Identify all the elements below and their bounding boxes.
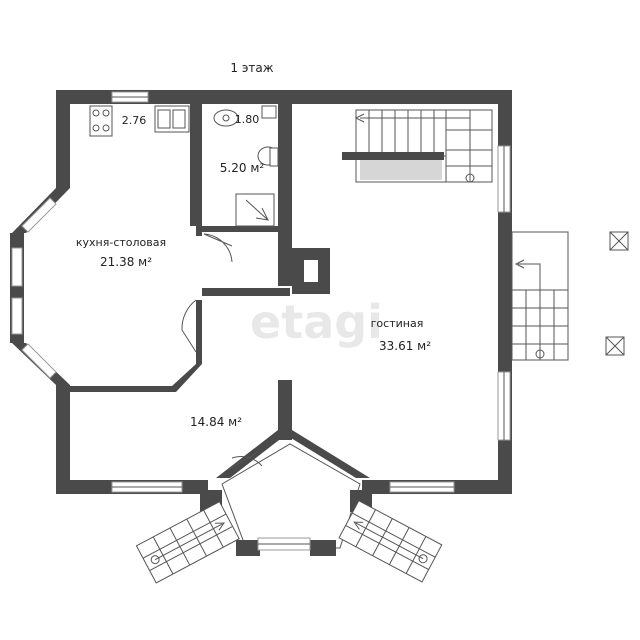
watermark: etagi bbox=[250, 295, 383, 349]
sink-icon bbox=[213, 109, 239, 127]
left-entrance-stair bbox=[135, 501, 240, 584]
right-entrance-stair bbox=[338, 500, 443, 583]
right-terrace-stair bbox=[511, 231, 569, 361]
room-hall-area: 14.84 м² bbox=[190, 415, 242, 429]
stair-arrow-icon bbox=[353, 521, 364, 530]
room-living-area: 33.61 м² bbox=[379, 339, 431, 353]
doors bbox=[181, 233, 263, 471]
kitchen-width-label: 2.76 bbox=[122, 114, 147, 127]
windows bbox=[11, 91, 511, 493]
vent-cross-icon bbox=[605, 231, 629, 356]
room-bath-area: 5.20 м² bbox=[220, 161, 265, 175]
room-living-name: гостиная bbox=[371, 317, 424, 330]
kitchen-fixtures bbox=[89, 105, 190, 137]
floor-title: 1 этаж bbox=[230, 61, 273, 75]
internal-stair bbox=[342, 109, 493, 183]
toilet-icon bbox=[261, 105, 277, 119]
stair-arrow-icon bbox=[354, 113, 365, 123]
room-kitchen-area: 21.38 м² bbox=[100, 255, 152, 269]
shower-icon bbox=[235, 193, 275, 227]
stair-arrow-icon bbox=[215, 522, 226, 531]
entrance-porch bbox=[200, 443, 372, 556]
stair-arrow-icon bbox=[514, 259, 525, 269]
room-kitchen-name: кухня-столовая bbox=[76, 236, 166, 249]
bath-width-label: 1.80 bbox=[235, 113, 260, 126]
stove-icon bbox=[89, 105, 113, 137]
bathroom-fixtures bbox=[213, 105, 279, 227]
